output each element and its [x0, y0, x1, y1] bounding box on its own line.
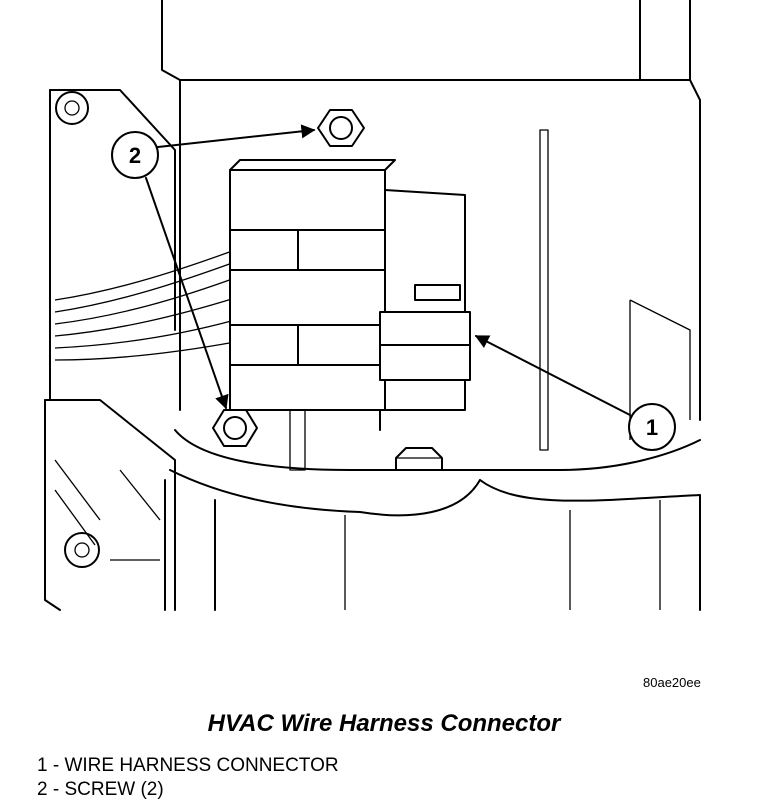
- callout-1-leader: [474, 335, 631, 416]
- legend-item-2: 2 - SCREW (2): [37, 779, 164, 800]
- wire-bundle: [54, 249, 236, 361]
- hvac-connector-illustration: 2 1: [44, 0, 701, 611]
- callout-1-bubble: 1: [628, 403, 676, 451]
- callout-2-number: 2: [129, 143, 141, 168]
- callout-1-number: 1: [646, 415, 658, 440]
- legend-item-1: 1 - WIRE HARNESS CONNECTOR: [37, 755, 339, 776]
- callout-2-leaders: [145, 124, 316, 410]
- hvac-housing: [161, 0, 701, 611]
- lower-screw: [212, 409, 258, 447]
- callout-2-bubble: 2: [111, 131, 159, 179]
- legend: 1 - WIRE HARNESS CONNECTOR 2 - SCREW (2): [37, 754, 339, 802]
- wire-harness-connector: [229, 159, 471, 471]
- upper-screw: [317, 109, 365, 147]
- left-mounting-bracket: [44, 89, 176, 611]
- figure-id: 80ae20ee: [643, 675, 701, 690]
- figure-caption: HVAC Wire Harness Connector: [207, 710, 561, 737]
- housing-bolt: [395, 447, 443, 471]
